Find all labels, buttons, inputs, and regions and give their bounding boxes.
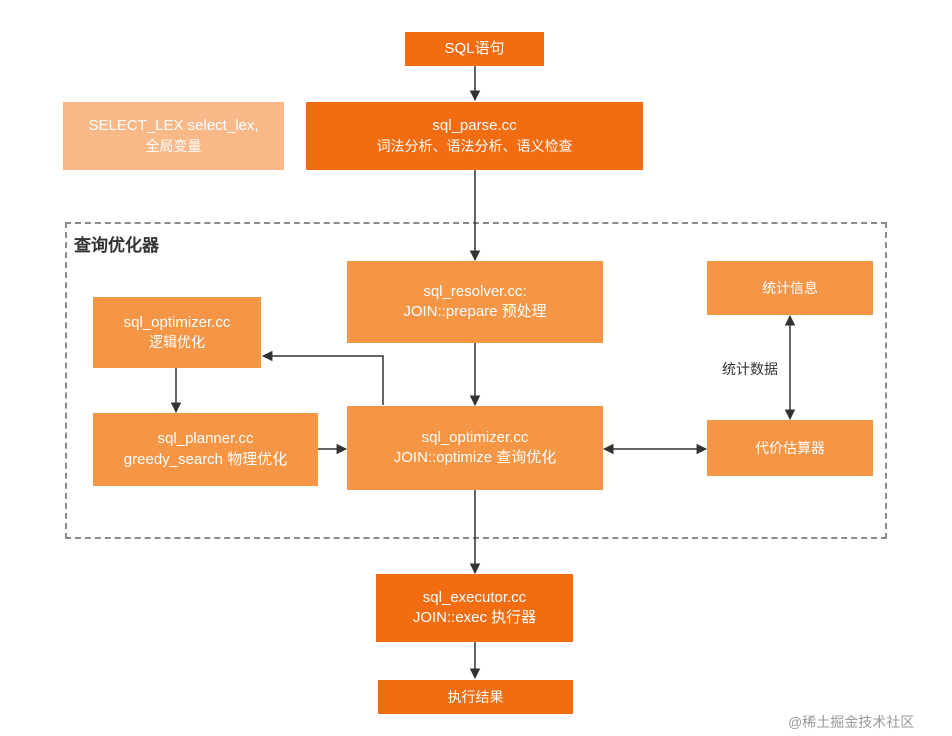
node-sql-planner-line1: sql_planner.cc [157,430,254,448]
node-sql-optimizer: sql_optimizer.cc JOIN::optimize 查询优化 [347,406,603,490]
node-statistics-info-text: 统计信息 [762,279,818,296]
node-select-lex: SELECT_LEX select_lex, 全局变量 [63,102,284,170]
node-execution-result-text: 执行结果 [447,688,504,705]
arrow-optimizer-to-logic [261,350,384,405]
node-sql-resolver-line2: JOIN::prepare 预处理 [403,303,547,320]
node-sql-executor: sql_executor.cc JOIN::exec 执行器 [376,574,573,642]
node-sql-resolver: sql_resolver.cc: JOIN::prepare 预处理 [347,261,603,343]
node-select-lex-line1: SELECT_LEX select_lex, [88,117,259,135]
node-sql-parse-line2: 词法分析、语法分析、语义检查 [376,137,573,154]
node-sql-optimizer-line2: JOIN::optimize 查询优化 [393,449,557,466]
node-sql-parse-line1: sql_parse.cc [432,117,517,135]
node-sql-statement: SQL语句 [405,32,544,66]
node-sql-planner: sql_planner.cc greedy_search 物理优化 [93,413,318,486]
node-logic-optimizer-line1: sql_optimizer.cc [123,313,231,331]
watermark-text: @稀土掘金技术社区 [788,714,915,730]
query-optimizer-group [65,222,887,539]
node-sql-parse: sql_parse.cc 词法分析、语法分析、语义检查 [306,102,643,170]
node-sql-planner-line2: greedy_search 物理优化 [123,450,288,468]
node-sql-executor-line1: sql_executor.cc [422,588,527,606]
node-select-lex-line2: 全局变量 [145,137,202,154]
node-logic-optimizer-line2: 逻辑优化 [149,334,205,351]
node-cost-estimator-text: 代价估算器 [755,439,825,456]
node-logic-optimizer: sql_optimizer.cc 逻辑优化 [93,297,261,368]
query-optimizer-label: 查询优化器 [74,236,159,255]
node-cost-estimator: 代价估算器 [707,420,873,476]
node-statistics-info: 统计信息 [707,261,873,315]
edge-label-statistics: 统计数据 [722,361,778,377]
node-sql-optimizer-line1: sql_optimizer.cc [421,428,529,446]
node-sql-resolver-line1: sql_resolver.cc: [423,282,527,300]
node-sql-executor-line2: JOIN::exec 执行器 [412,609,537,626]
node-sql-statement-text: SQL语句 [444,39,505,57]
node-execution-result: 执行结果 [378,680,573,714]
